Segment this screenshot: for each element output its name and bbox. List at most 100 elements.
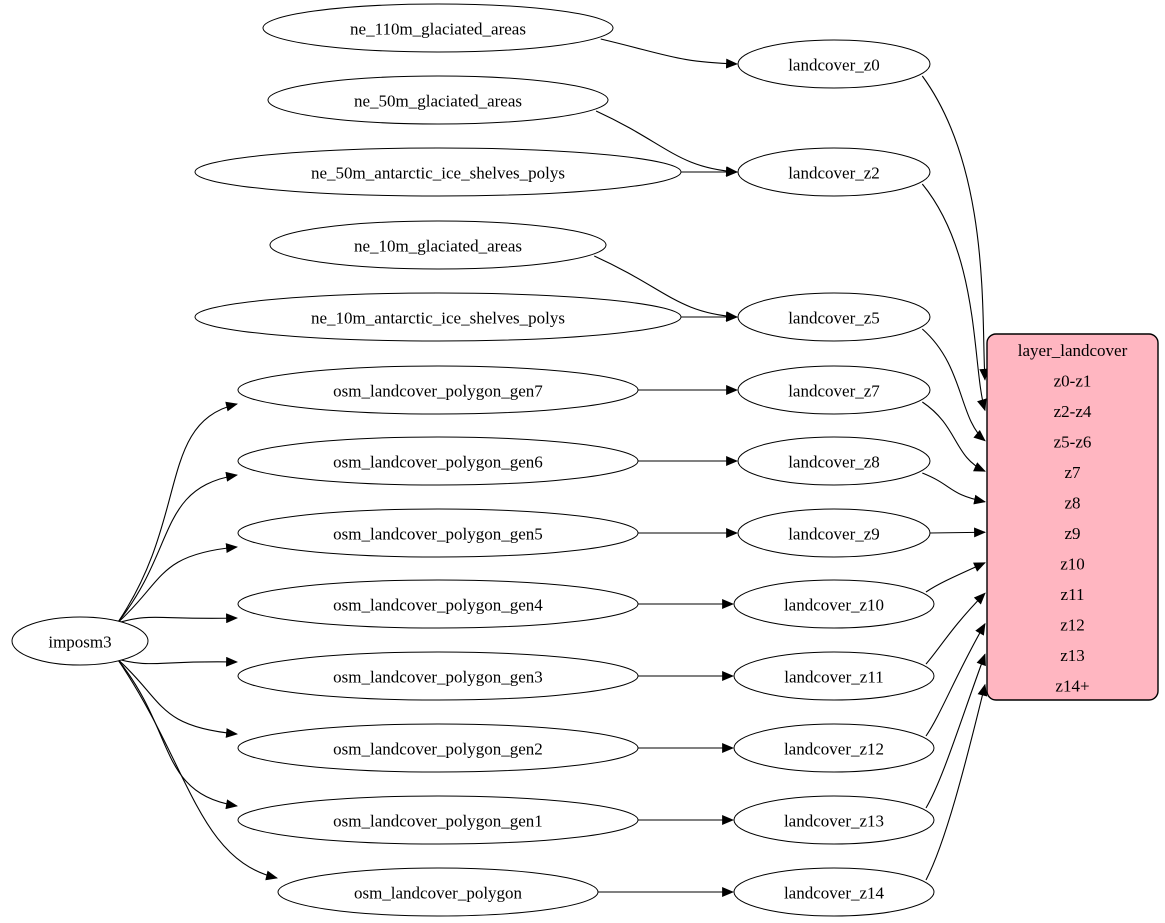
node-landcover_z9[interactable]: landcover_z9 — [737, 508, 931, 558]
node-label-ne_50m_antarctic_ice_shelves_polys: ne_50m_antarctic_ice_shelves_polys — [311, 164, 565, 183]
table-row-label-z7: z7 — [1064, 463, 1081, 482]
table-row-label-z8: z8 — [1064, 493, 1080, 512]
node-landcover_z14[interactable]: landcover_z14 — [733, 867, 935, 917]
table-row-label-z14+: z14+ — [1055, 676, 1089, 695]
edge-ne_10m_glaciated_areas-to-landcover_z5 — [594, 255, 738, 322]
node-ne_110m_glaciated_areas[interactable]: ne_110m_glaciated_areas — [262, 3, 614, 53]
table-row-label-z5-z6: z5-z6 — [1054, 432, 1092, 451]
edge-imposm3-to-osm_landcover_polygon_gen3 — [117, 656, 238, 667]
edge-imposm3-to-osm_landcover_polygon — [116, 658, 278, 881]
table-row-z7[interactable] — [987, 456, 1158, 487]
node-ellipse-osm_landcover_polygon_gen6 — [237, 436, 639, 486]
node-landcover_z10[interactable]: landcover_z10 — [733, 579, 935, 629]
node-osm_landcover_polygon_gen7[interactable]: osm_landcover_polygon_gen7 — [237, 365, 639, 415]
node-ne_50m_glaciated_areas[interactable]: ne_50m_glaciated_areas — [267, 75, 609, 125]
node-osm_landcover_polygon_gen3[interactable]: osm_landcover_polygon_gen3 — [237, 651, 639, 701]
table-row-z11[interactable] — [987, 578, 1158, 609]
node-label-landcover_z12: landcover_z12 — [784, 740, 884, 759]
node-ellipse-landcover_z14 — [733, 867, 935, 917]
node-ellipse-landcover_z13 — [733, 795, 935, 845]
edge-ne_110m_glaciated_areas-to-landcover_z0 — [600, 38, 738, 69]
node-ellipse-osm_landcover_polygon_gen2 — [237, 723, 639, 773]
edge-layer — [116, 38, 990, 897]
table-row-label-z11: z11 — [1061, 585, 1085, 604]
node-label-ne_10m_antarctic_ice_shelves_polys: ne_10m_antarctic_ice_shelves_polys — [311, 309, 565, 328]
table-row-z0-z1[interactable] — [987, 364, 1158, 396]
edge-landcover_z9-to-table-z9 — [929, 527, 986, 538]
edge-imposm3-to-osm_landcover_polygon_gen6 — [116, 471, 238, 624]
node-label-landcover_z7: landcover_z7 — [788, 382, 880, 401]
node-ellipse-ne_10m_glaciated_areas — [269, 220, 607, 270]
table-row-z14+[interactable] — [987, 669, 1158, 701]
node-label-osm_landcover_polygon_gen4: osm_landcover_polygon_gen4 — [333, 596, 543, 615]
edge-landcover_z5-to-table-z5-z6 — [921, 328, 986, 442]
node-ellipse-landcover_z9 — [737, 508, 931, 558]
node-label-landcover_z14: landcover_z14 — [784, 884, 885, 903]
node-landcover_z11[interactable]: landcover_z11 — [733, 651, 935, 701]
node-ellipse-landcover_z11 — [733, 651, 935, 701]
edge-imposm3-to-osm_landcover_polygon_gen7 — [116, 401, 238, 624]
table-cells: layer_landcoverz0-z1z2-z4z5-z6z7z8z9z10z… — [987, 334, 1158, 700]
node-label-landcover_z5: landcover_z5 — [788, 309, 880, 328]
node-label-osm_landcover_polygon_gen6: osm_landcover_polygon_gen6 — [333, 453, 543, 472]
node-label-osm_landcover_polygon_gen1: osm_landcover_polygon_gen1 — [333, 812, 543, 831]
node-label-osm_landcover_polygon_gen2: osm_landcover_polygon_gen2 — [333, 740, 543, 759]
node-ellipse-osm_landcover_polygon_gen1 — [237, 795, 639, 845]
node-osm_landcover_polygon_gen2[interactable]: osm_landcover_polygon_gen2 — [237, 723, 639, 773]
edge-ne_50m_glaciated_areas-to-landcover_z2 — [595, 110, 738, 177]
node-ellipse-landcover_z0 — [737, 39, 931, 89]
node-ellipse-osm_landcover_polygon_gen3 — [237, 651, 639, 701]
table-row-z8[interactable] — [987, 486, 1158, 518]
table-row-z9[interactable] — [987, 517, 1158, 548]
node-landcover_z12[interactable]: landcover_z12 — [733, 723, 935, 773]
layer-landcover-table: layer_landcoverz0-z1z2-z4z5-z6z7z8z9z10z… — [986, 333, 1159, 701]
node-landcover_z7[interactable]: landcover_z7 — [737, 365, 931, 415]
table-header-label: layer_landcover — [1018, 341, 1128, 360]
node-label-landcover_z10: landcover_z10 — [784, 596, 884, 615]
node-ellipse-landcover_z5 — [737, 292, 931, 342]
table-row-z10[interactable] — [987, 547, 1158, 579]
node-label-landcover_z8: landcover_z8 — [788, 453, 880, 472]
node-landcover_z2[interactable]: landcover_z2 — [737, 147, 931, 197]
node-ne_10m_glaciated_areas[interactable]: ne_10m_glaciated_areas — [269, 220, 607, 270]
node-landcover_z13[interactable]: landcover_z13 — [733, 795, 935, 845]
table-row-z2-z4[interactable] — [987, 395, 1158, 426]
node-imposm3[interactable]: imposm3 — [11, 616, 149, 666]
node-ellipse-ne_10m_antarctic_ice_shelves_polys — [194, 292, 682, 342]
node-label-landcover_z0: landcover_z0 — [788, 56, 880, 75]
node-label-ne_110m_glaciated_areas: ne_110m_glaciated_areas — [350, 20, 526, 39]
edge-landcover_z8-to-table-z8 — [922, 472, 986, 505]
node-ne_50m_antarctic_ice_shelves_polys[interactable]: ne_50m_antarctic_ice_shelves_polys — [194, 147, 682, 197]
node-osm_landcover_polygon[interactable]: osm_landcover_polygon — [277, 867, 599, 917]
node-ellipse-landcover_z7 — [737, 365, 931, 415]
table-row-z13[interactable] — [987, 639, 1158, 670]
table-row-label-z9: z9 — [1064, 524, 1080, 543]
node-ellipse-osm_landcover_polygon_gen4 — [237, 579, 639, 629]
node-landcover_z0[interactable]: landcover_z0 — [737, 39, 931, 89]
edge-imposm3-to-osm_landcover_polygon_gen1 — [116, 658, 238, 810]
node-osm_landcover_polygon_gen6[interactable]: osm_landcover_polygon_gen6 — [237, 436, 639, 486]
node-ellipse-landcover_z10 — [733, 579, 935, 629]
node-label-imposm3: imposm3 — [48, 633, 111, 652]
node-osm_landcover_polygon_gen5[interactable]: osm_landcover_polygon_gen5 — [237, 508, 639, 558]
node-layer: imposm3 ne_110m_glaciated_areas ne_50m_gla… — [11, 3, 935, 917]
table-row-z5-z6[interactable] — [987, 425, 1158, 457]
node-landcover_z8[interactable]: landcover_z8 — [737, 436, 931, 486]
table-row-z12[interactable] — [987, 608, 1158, 640]
node-landcover_z5[interactable]: landcover_z5 — [737, 292, 931, 342]
edge-imposm3-to-osm_landcover_polygon_gen4 — [117, 613, 238, 624]
edge-landcover_z0-to-table-z0-z1 — [921, 75, 990, 381]
node-osm_landcover_polygon_gen1[interactable]: osm_landcover_polygon_gen1 — [237, 795, 639, 845]
edge-landcover_z11-to-table-z11 — [925, 592, 986, 665]
edge-landcover_z12-to-table-z12 — [925, 622, 986, 737]
node-ellipse-landcover_z8 — [737, 436, 931, 486]
node-label-osm_landcover_polygon: osm_landcover_polygon — [354, 884, 523, 903]
node-label-ne_10m_glaciated_areas: ne_10m_glaciated_areas — [354, 237, 522, 256]
table-row-label-z10: z10 — [1060, 554, 1085, 573]
node-ellipse-landcover_z12 — [733, 723, 935, 773]
table-outline — [986, 333, 1159, 701]
table-row-label-z0-z1: z0-z1 — [1054, 371, 1092, 390]
node-osm_landcover_polygon_gen4[interactable]: osm_landcover_polygon_gen4 — [237, 579, 639, 629]
node-ne_10m_antarctic_ice_shelves_polys[interactable]: ne_10m_antarctic_ice_shelves_polys — [194, 292, 682, 342]
